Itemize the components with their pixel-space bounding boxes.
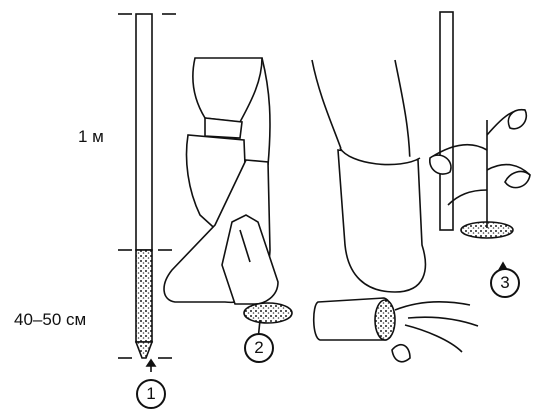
step-2-badge: 2 (244, 333, 274, 363)
lower-length-label: 40–50 см (14, 310, 86, 330)
upper-length-label: 1 м (78, 127, 104, 147)
digging-figure (164, 58, 292, 340)
step-1-badge: 1 (136, 379, 166, 409)
stake-1 (118, 14, 176, 372)
planted-seedling (430, 12, 530, 278)
step-3-badge: 3 (490, 268, 520, 298)
